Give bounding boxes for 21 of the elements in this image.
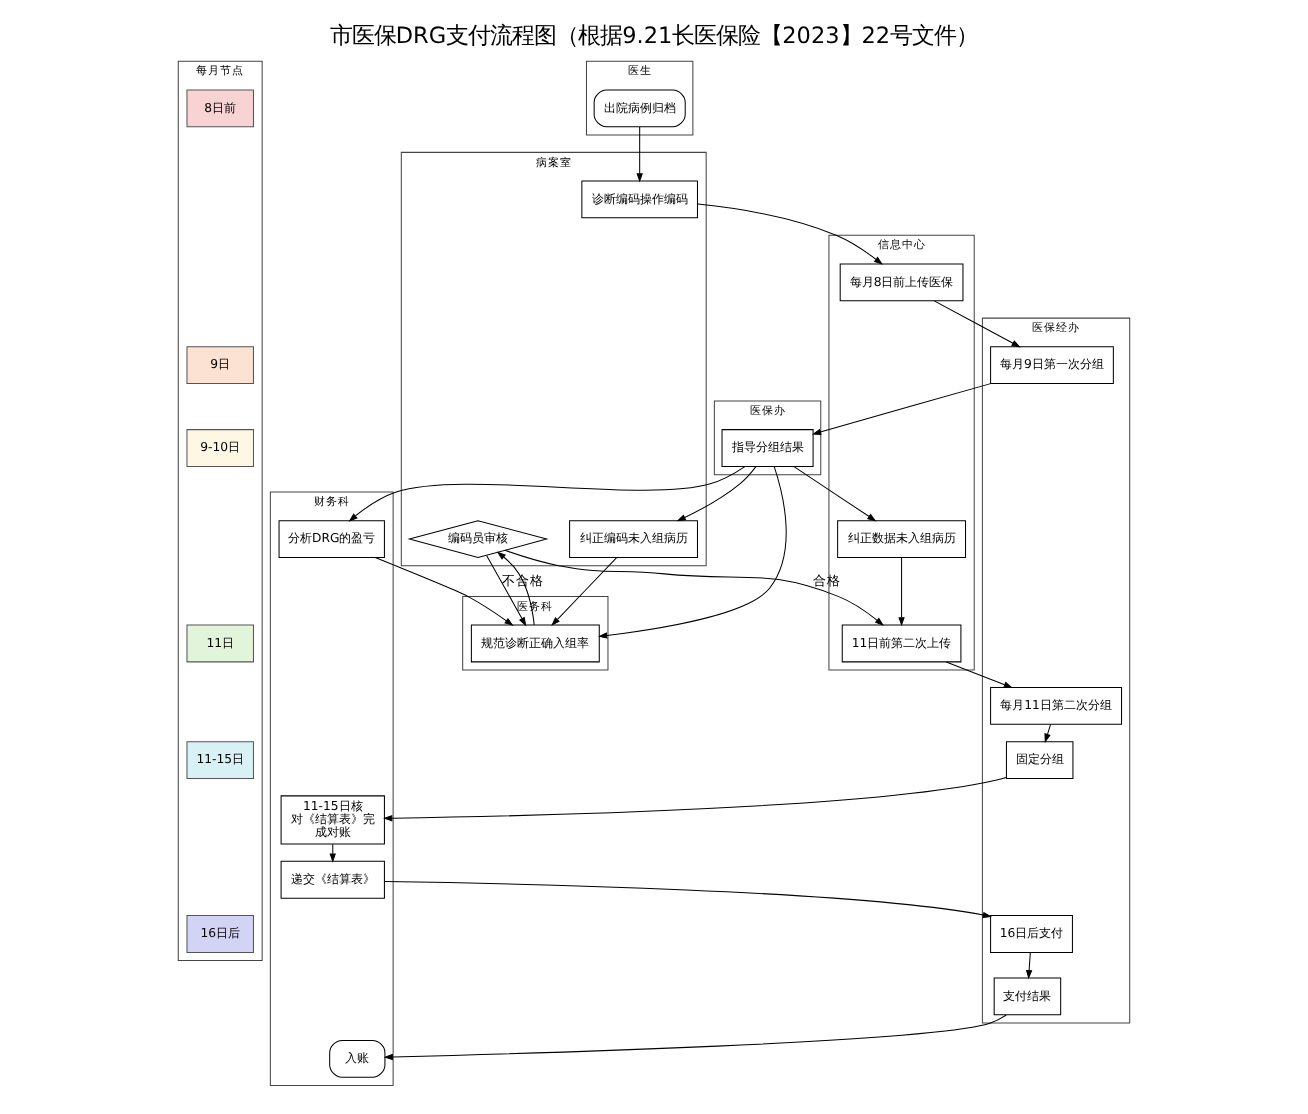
arrow: [636, 126, 643, 183]
arrow: [1025, 951, 1033, 980]
arrow: [486, 555, 527, 627]
arrow: [383, 777, 1007, 822]
arrow: [496, 551, 535, 626]
arrow: [1044, 724, 1052, 743]
arrow: [676, 466, 757, 522]
arrow: [348, 466, 746, 522]
diagram-title: 市医保DRG支付流程图（根据9.21长医保险【2023】22号文件）: [329, 22, 979, 49]
arrow: [933, 300, 1021, 348]
arrow: [329, 843, 336, 863]
arrow: [504, 549, 885, 626]
arrow: [945, 661, 1013, 688]
arrow: [793, 466, 877, 522]
arrow: [384, 880, 992, 919]
arrow: [598, 466, 787, 639]
arrow: [374, 557, 514, 626]
arrow: [383, 1014, 1007, 1061]
arrow: [898, 557, 905, 627]
arrow: [697, 203, 883, 265]
arrow: [551, 557, 617, 626]
